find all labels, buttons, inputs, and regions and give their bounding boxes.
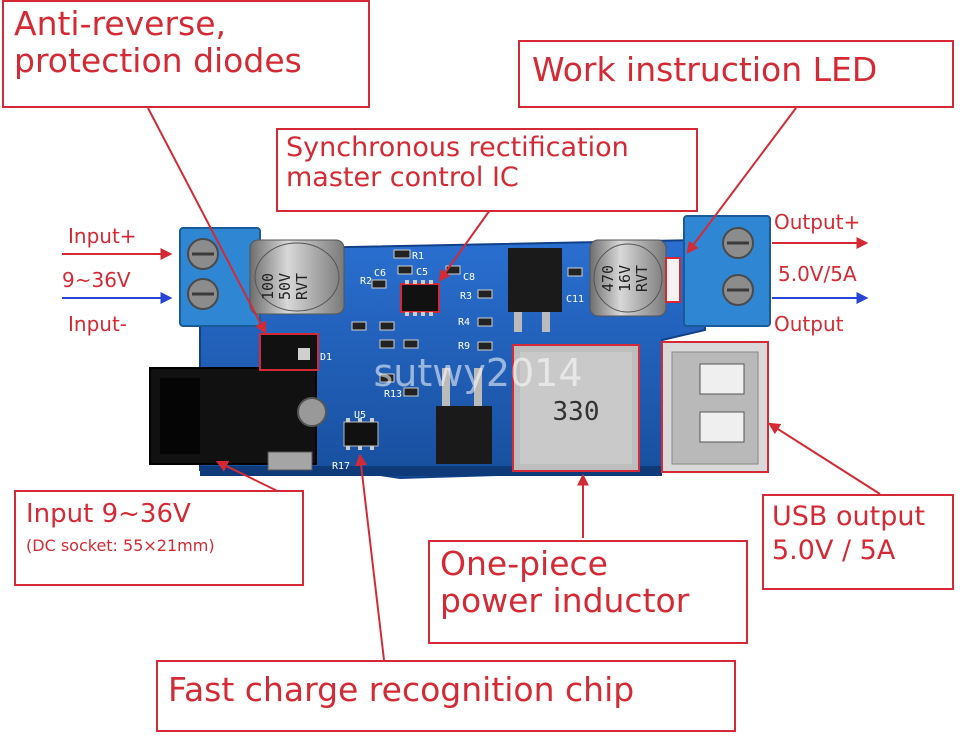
- callout-input-dc-line2: (DC socket: 55×21mm): [26, 536, 215, 556]
- svg-text:R13: R13: [384, 389, 402, 400]
- leader-anti-reverse: [147, 107, 267, 335]
- callout-work-led: Work instruction LED: [518, 40, 954, 108]
- input-screw-terminal: [179, 227, 261, 327]
- fast-charge-chip: [343, 418, 379, 450]
- callout-anti-reverse-line1: Anti-reverse,: [14, 4, 227, 43]
- silkscreen-labels: R1 C5 C8 R2 C6 R3 R4 R9 C11 D1 R13 U5 R1…: [320, 251, 584, 472]
- svg-text:C6: C6: [374, 268, 386, 279]
- mosfet-top: [508, 248, 562, 332]
- svg-text:D1: D1: [320, 352, 332, 363]
- svg-text:R9: R9: [458, 341, 470, 352]
- input-plus-label: Input+: [68, 224, 137, 248]
- callout-sync-ic-line1: Synchronous rectification: [286, 132, 629, 163]
- callout-inductor-line2: power inductor: [440, 580, 690, 620]
- svg-text:R3: R3: [460, 291, 472, 302]
- callout-anti-reverse: Anti-reverse, protection diodes: [2, 0, 370, 108]
- output-capacitor-brand: RVT: [633, 265, 651, 292]
- leader-sync-ic: [438, 209, 491, 282]
- svg-text:R2: R2: [360, 276, 372, 287]
- input-minus-label: Input-: [68, 312, 128, 336]
- callout-work-led-text: Work instruction LED: [532, 50, 878, 89]
- leader-work-led: [686, 107, 797, 254]
- svg-text:R4: R4: [458, 317, 470, 328]
- input-capacitor-brand: RVT: [293, 273, 311, 300]
- mosfet-bottom: [436, 368, 492, 464]
- callout-usb-output-line2: 5.0V / 5A: [772, 535, 896, 567]
- svg-text:U5: U5: [354, 410, 366, 421]
- input-capacitor: [249, 239, 345, 315]
- input-capacitor-voltage: 50V: [276, 273, 294, 300]
- leader-fast-charge: [355, 453, 385, 661]
- callout-input-dc-line1: Input 9~36V: [26, 499, 191, 529]
- callout-anti-reverse-line2: protection diodes: [14, 40, 302, 80]
- callout-sync-ic-line2: master control IC: [286, 162, 519, 194]
- svg-text:R1: R1: [412, 251, 424, 262]
- callout-usb-output: USB output 5.0V / 5A: [762, 494, 954, 590]
- dc-socket: [149, 367, 327, 471]
- output-minus-label: Output: [774, 312, 844, 336]
- inductor-marking: 330: [553, 397, 600, 427]
- input-capacitor-marking: 100: [259, 273, 277, 300]
- usb-port: [661, 341, 769, 473]
- pcb-bottom-edge: [200, 466, 662, 476]
- svg-text:C5: C5: [416, 267, 428, 278]
- output-screw-terminal: [683, 215, 771, 327]
- output-capacitor-voltage: 16V: [616, 265, 634, 292]
- sync-control-ic: [400, 280, 440, 316]
- output-capacitor-marking: 470: [599, 265, 617, 292]
- smd-components: [351, 249, 583, 397]
- input-voltage-label: 9~36V: [62, 268, 131, 292]
- svg-text:C11: C11: [566, 294, 584, 305]
- leader-usb-output: [767, 422, 881, 495]
- callout-fast-charge: Fast charge recognition chip: [156, 660, 736, 732]
- svg-text:C8: C8: [463, 272, 475, 283]
- callout-inductor: One-piece power inductor: [428, 540, 748, 644]
- callout-sync-ic: Synchronous rectification master control…: [276, 128, 698, 212]
- work-led: [665, 257, 681, 303]
- callout-input-dc: Input 9~36V (DC socket: 55×21mm): [14, 490, 304, 586]
- power-inductor: [512, 344, 640, 472]
- svg-text:R17: R17: [332, 461, 350, 472]
- callout-usb-output-line1: USB output: [772, 501, 926, 532]
- output-plus-label: Output+: [774, 210, 861, 234]
- watermark: sutwy2014: [373, 351, 582, 395]
- callout-fast-charge-text: Fast charge recognition chip: [168, 670, 635, 709]
- output-voltage-label: 5.0V/5A: [778, 262, 857, 286]
- callout-inductor-line1: One-piece: [440, 544, 608, 583]
